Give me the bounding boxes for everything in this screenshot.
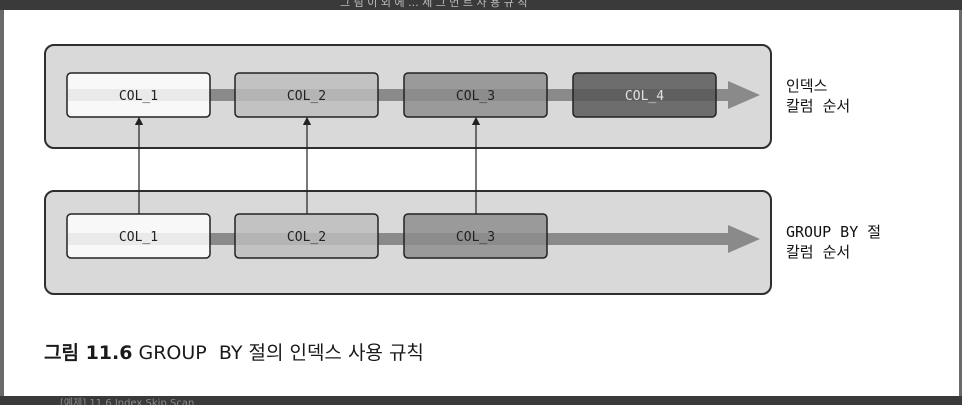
- index-col-label-1: COL_1: [119, 89, 158, 104]
- groupby-order-label: GROUP BY 절 칼럼 순서: [786, 222, 881, 262]
- index-col-label-2: COL_2: [287, 89, 326, 104]
- index-label-line-2: 칼럼 순서: [786, 97, 851, 115]
- index-col-label-4: COL_4: [625, 89, 664, 104]
- index-flow-band: [68, 89, 730, 101]
- left-border: [0, 10, 4, 396]
- groupby-label-line-1: GROUP BY 절: [786, 223, 882, 241]
- index-flow-arrowhead: [728, 81, 760, 109]
- index-col-label-3: COL_3: [456, 89, 495, 104]
- top-cropped-text: 그 림 이 외 에 ... 세 그 먼 트 사 용 규 칙: [340, 0, 528, 9]
- bottom-cropped-text: [예제] 11.6 Index Skip Scan: [60, 398, 195, 405]
- groupby-col-label-3: COL_3: [456, 230, 495, 245]
- right-border: [959, 10, 962, 396]
- groupby-label-line-2: 칼럼 순서: [786, 243, 851, 261]
- figure-caption: 그림 11.6 GROUP BY 절의 인덱스 사용 규칙: [44, 338, 424, 365]
- caption-prefix: 그림 11.6: [44, 342, 133, 364]
- top-cropped-bar: 그 림 이 외 에 ... 세 그 먼 트 사 용 규 칙: [0, 0, 962, 10]
- caption-text: GROUP BY 절의 인덱스 사용 규칙: [132, 342, 424, 364]
- groupby-flow-band: [68, 233, 730, 245]
- index-label-line-1: 인덱스: [786, 77, 828, 95]
- groupby-col-label-1: COL_1: [119, 230, 158, 245]
- bottom-cropped-bar: [예제] 11.6 Index Skip Scan: [0, 396, 962, 405]
- index-col-box-4: [572, 72, 717, 118]
- groupby-flow-arrowhead: [728, 225, 760, 253]
- index-order-label: 인덱스 칼럼 순서: [786, 76, 850, 116]
- groupby-col-label-2: COL_2: [287, 230, 326, 245]
